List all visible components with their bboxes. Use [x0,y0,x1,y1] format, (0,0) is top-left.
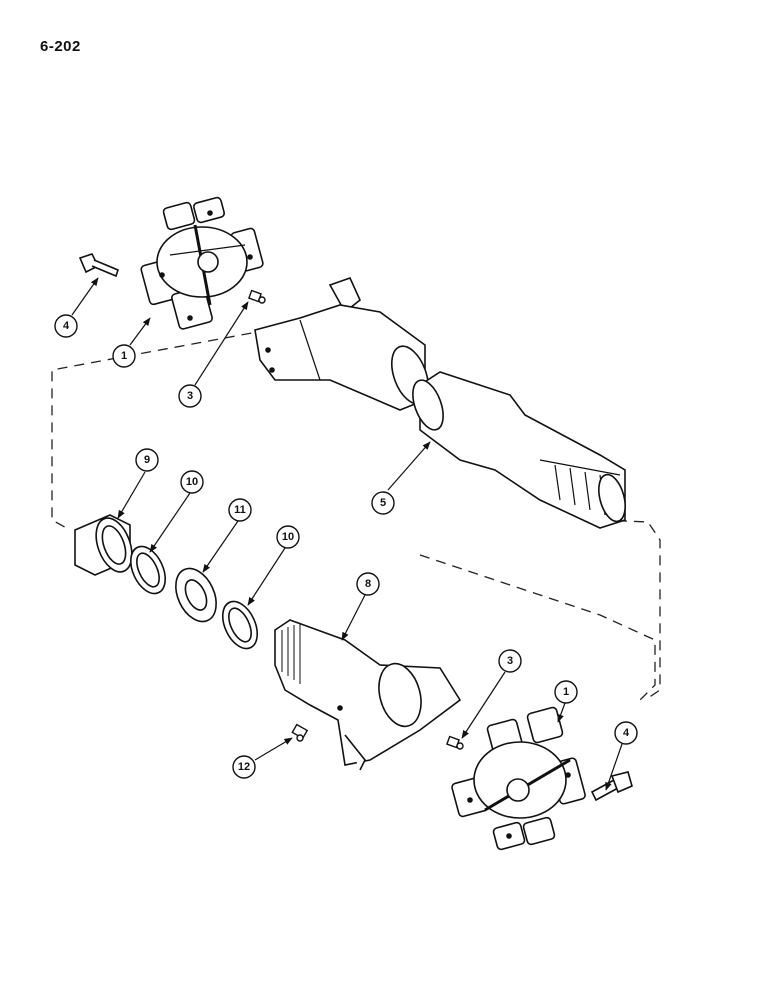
callout-label: 4 [63,320,70,332]
callout-8: 8 [356,572,380,596]
callout-label: 4 [623,727,630,739]
grease-fitting-upper-icon [248,289,266,304]
callout-label: 3 [507,655,513,667]
callout-4-lower: 4 [614,721,638,745]
callout-3-upper: 3 [178,384,202,408]
callout-10-left: 10 [180,470,204,494]
callout-label: 10 [186,476,198,488]
universal-joint-lower-icon [451,706,586,851]
callout-label: 8 [365,578,371,590]
callout-11: 11 [228,498,252,522]
callout-4-upper: 4 [54,314,78,338]
callout-5: 5 [371,491,395,515]
bearing-cup-icon [74,514,133,576]
universal-joint-upper-icon [140,196,264,330]
assembly-dashed-outline [51,329,656,701]
callout-label: 1 [563,686,569,698]
seal-icon [175,567,217,623]
slip-yoke-tube-icon [254,277,430,411]
callout-9: 9 [135,448,159,472]
bolt-upper-icon [78,253,119,278]
end-yoke-icon [274,619,462,771]
callout-1-lower: 1 [554,680,578,704]
washer-right-icon [221,600,259,650]
callout-12: 12 [232,755,256,779]
callout-label: 1 [121,350,127,362]
callout-label: 3 [187,390,193,402]
callout-label: 10 [282,531,294,543]
page-number: 6-202 [40,38,81,55]
splined-shaft-icon [412,371,626,529]
callout-label: 12 [238,761,250,773]
bolt-lower-icon [590,771,633,802]
grease-fitting-lower-right-icon [446,735,464,750]
callout-1-upper: 1 [112,344,136,368]
callout-label: 11 [234,504,246,516]
callout-3-lower: 3 [498,649,522,673]
washer-left-icon [129,545,167,595]
leader-lines [71,277,623,791]
callout-10-right: 10 [276,525,300,549]
assembly-dashed-outline-right [599,519,661,701]
callout-label: 5 [380,497,386,509]
callout-label: 9 [144,454,150,466]
grease-fitting-lower-icon [291,723,309,742]
